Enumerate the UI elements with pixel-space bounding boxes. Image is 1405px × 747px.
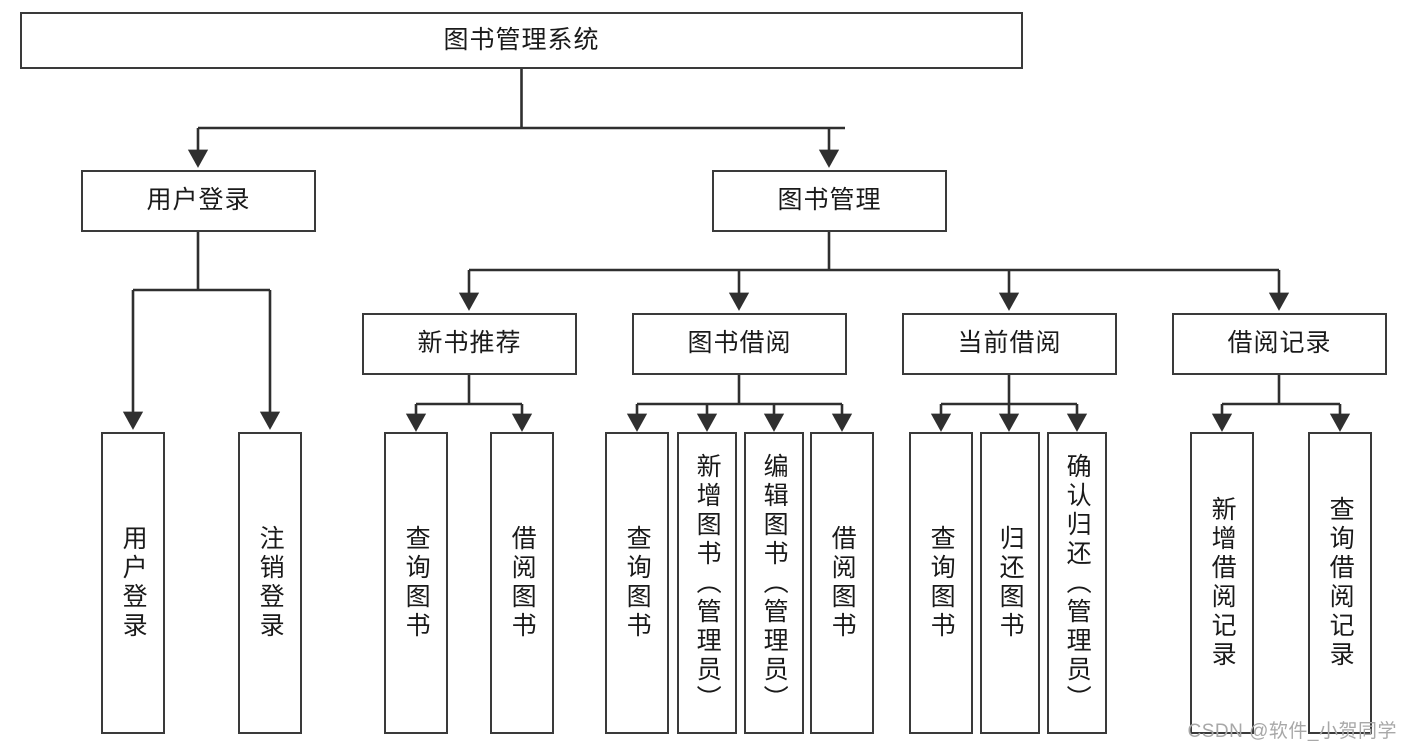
- node-root-system[interactable]: 图书管理系统: [20, 12, 1023, 69]
- leaf-recommend-borrow-book[interactable]: 借阅图书: [490, 432, 554, 734]
- leaf-label: 新增图书（管理员）: [693, 452, 722, 714]
- leaf-borrow-add-book-admin[interactable]: 新增图书（管理员）: [677, 432, 737, 734]
- node-new-book-recommend[interactable]: 新书推荐: [362, 313, 577, 375]
- leaf-label: 确认归还（管理员）: [1063, 452, 1092, 714]
- leaf-label: 归还图书: [996, 525, 1025, 641]
- leaf-current-query-book[interactable]: 查询图书: [909, 432, 973, 734]
- leaf-label: 查询图书: [623, 525, 652, 641]
- leaf-borrow-query-book[interactable]: 查询图书: [605, 432, 669, 734]
- leaf-label: 注销登录: [256, 525, 285, 641]
- leaf-label: 借阅图书: [828, 525, 857, 641]
- leaf-user-login-login[interactable]: 用户登录: [101, 432, 165, 734]
- leaf-borrow-edit-book-admin[interactable]: 编辑图书（管理员）: [744, 432, 804, 734]
- leaf-user-login-logout[interactable]: 注销登录: [238, 432, 302, 734]
- leaf-current-return-book[interactable]: 归还图书: [980, 432, 1040, 734]
- node-borrow-record[interactable]: 借阅记录: [1172, 313, 1387, 375]
- node-current-borrow[interactable]: 当前借阅: [902, 313, 1117, 375]
- leaf-label: 借阅图书: [508, 525, 537, 641]
- leaf-label: 查询图书: [402, 525, 431, 641]
- leaf-label: 编辑图书（管理员）: [760, 452, 789, 714]
- leaf-label: 查询借阅记录: [1326, 496, 1355, 670]
- leaf-current-confirm-return-admin[interactable]: 确认归还（管理员）: [1047, 432, 1107, 734]
- leaf-record-add-record[interactable]: 新增借阅记录: [1190, 432, 1254, 734]
- leaf-record-query-record[interactable]: 查询借阅记录: [1308, 432, 1372, 734]
- node-user-login[interactable]: 用户登录: [81, 170, 316, 232]
- leaf-label: 用户登录: [119, 525, 148, 641]
- node-book-borrow[interactable]: 图书借阅: [632, 313, 847, 375]
- leaf-label: 查询图书: [927, 525, 956, 641]
- leaf-recommend-query-book[interactable]: 查询图书: [384, 432, 448, 734]
- leaf-borrow-borrow-book[interactable]: 借阅图书: [810, 432, 874, 734]
- leaf-label: 新增借阅记录: [1208, 496, 1237, 670]
- node-book-management[interactable]: 图书管理: [712, 170, 947, 232]
- watermark-text: CSDN @软件_小贺同学: [1187, 721, 1397, 742]
